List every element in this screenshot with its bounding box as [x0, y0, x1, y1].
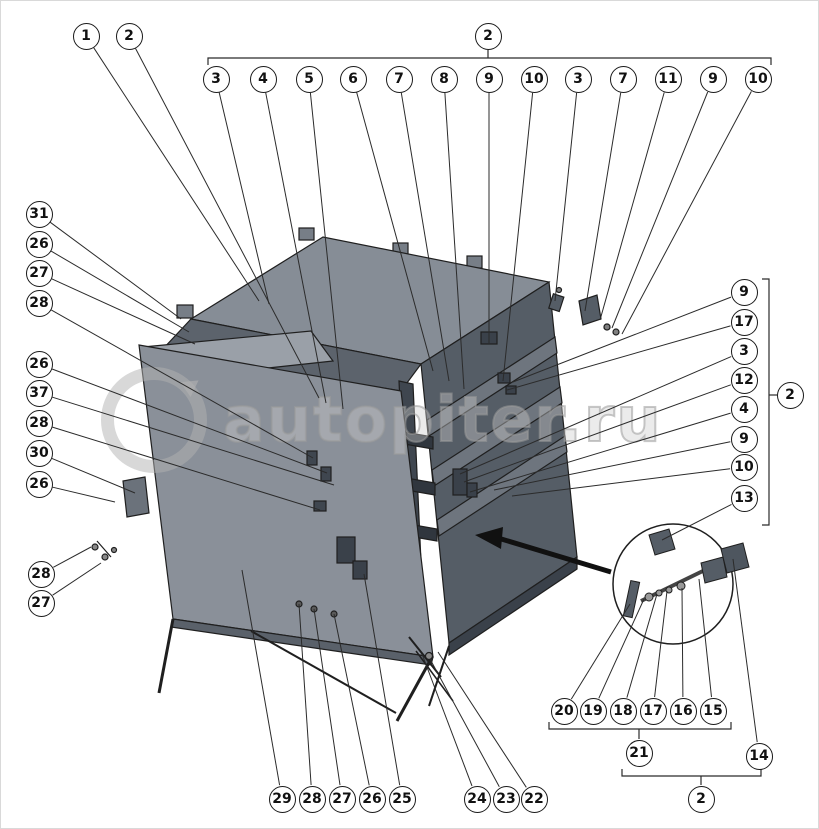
- callout-23: 23: [492, 785, 520, 813]
- callout-28: 28: [27, 560, 55, 588]
- callout-2: 2: [474, 22, 502, 50]
- hinge-part: [313, 500, 327, 512]
- callout-9: 9: [730, 278, 758, 306]
- washer: [110, 546, 118, 554]
- right-wall-band: [436, 434, 568, 538]
- callout-21: 21: [625, 739, 653, 767]
- group-brackets: [207, 50, 777, 785]
- callout-2: 2: [776, 381, 804, 409]
- callout-9: 9: [730, 425, 758, 453]
- callout-6: 6: [339, 65, 367, 93]
- callout-19: 19: [579, 697, 607, 725]
- callout-29: 29: [268, 785, 296, 813]
- callout-14: 14: [745, 742, 773, 770]
- callout-9: 9: [699, 65, 727, 93]
- callout-2: 2: [687, 785, 715, 813]
- callout-28: 28: [25, 289, 53, 317]
- bracket-part: [548, 293, 565, 313]
- callout-7: 7: [385, 65, 413, 93]
- detail-view-circle: [612, 523, 734, 645]
- fastener: [96, 540, 112, 558]
- callout-15: 15: [699, 697, 727, 725]
- detail-side-block: [720, 542, 750, 574]
- callout-16: 16: [669, 697, 697, 725]
- callout-28: 28: [25, 409, 53, 437]
- callout-4: 4: [730, 395, 758, 423]
- bottom-sill: [448, 555, 578, 657]
- latch-part: [505, 385, 517, 395]
- bracket-part: [578, 294, 602, 326]
- callout-26: 26: [358, 785, 386, 813]
- callout-25: 25: [388, 785, 416, 813]
- detail-washer: [644, 592, 654, 602]
- callout-11: 11: [654, 65, 682, 93]
- callout-10: 10: [744, 65, 772, 93]
- fastener: [415, 650, 454, 702]
- callout-17: 17: [639, 697, 667, 725]
- washer: [424, 651, 434, 661]
- callout-3: 3: [202, 65, 230, 93]
- callout-13: 13: [730, 484, 758, 512]
- callout-2: 2: [115, 22, 143, 50]
- detail-washer: [676, 581, 686, 591]
- callout-26: 26: [25, 470, 53, 498]
- leader-lines: [50, 47, 758, 788]
- callout-10: 10: [730, 453, 758, 481]
- washer: [91, 543, 99, 551]
- callout-24: 24: [463, 785, 491, 813]
- callout-3: 3: [564, 65, 592, 93]
- callout-31: 31: [25, 200, 53, 228]
- left-bracket-part: [122, 476, 150, 518]
- hinge-part: [320, 466, 332, 482]
- callout-5: 5: [295, 65, 323, 93]
- callout-27: 27: [328, 785, 356, 813]
- detail-washer: [655, 589, 663, 597]
- callout-3: 3: [730, 337, 758, 365]
- detail-washer: [665, 586, 673, 594]
- callout-27: 27: [25, 259, 53, 287]
- callout-17: 17: [730, 308, 758, 336]
- detail-pointer-arrow: [475, 527, 612, 575]
- callout-22: 22: [520, 785, 548, 813]
- bolt: [612, 328, 620, 336]
- callout-1: 1: [72, 22, 100, 50]
- callout-20: 20: [550, 697, 578, 725]
- roof-tab: [298, 227, 315, 241]
- callout-12: 12: [730, 366, 758, 394]
- right-wall-band: [431, 385, 563, 488]
- callout-10: 10: [520, 65, 548, 93]
- callout-27: 27: [27, 589, 55, 617]
- callout-18: 18: [609, 697, 637, 725]
- callout-26: 26: [25, 230, 53, 258]
- callout-4: 4: [249, 65, 277, 93]
- callout-7: 7: [609, 65, 637, 93]
- support-strut: [395, 658, 433, 722]
- callout-30: 30: [25, 439, 53, 467]
- callout-26: 26: [25, 350, 53, 378]
- hinge-part: [336, 536, 356, 564]
- callout-9: 9: [475, 65, 503, 93]
- callout-28: 28: [298, 785, 326, 813]
- latch-part: [452, 468, 468, 496]
- bolt: [603, 323, 611, 331]
- roof-tab: [176, 304, 194, 319]
- detail-block: [700, 556, 728, 584]
- right-wall-band: [426, 335, 558, 438]
- hinge-part: [352, 560, 368, 580]
- support-strut: [157, 618, 175, 694]
- washer: [101, 553, 109, 561]
- callout-37: 37: [25, 379, 53, 407]
- detail-bracket: [648, 528, 676, 556]
- callout-8: 8: [430, 65, 458, 93]
